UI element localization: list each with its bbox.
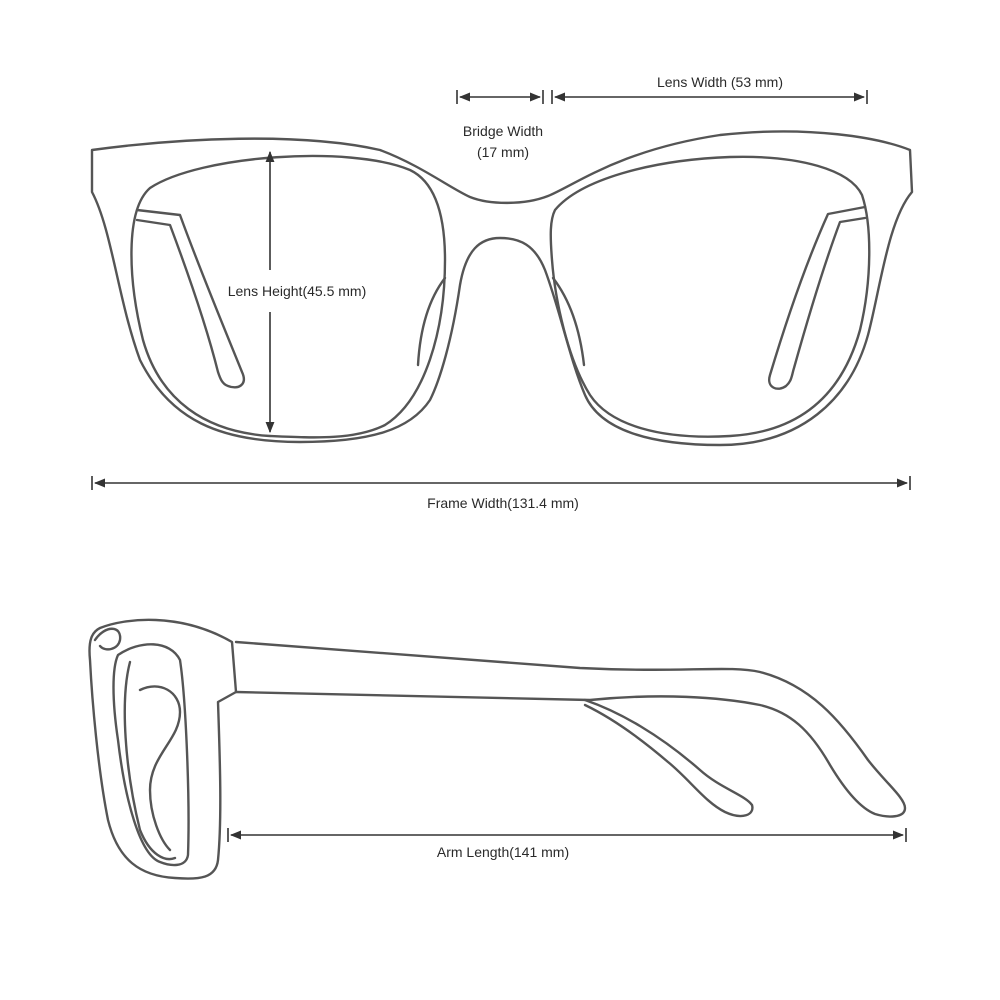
hinge xyxy=(93,627,122,651)
side-lens-inner xyxy=(123,660,177,861)
dimension-lines xyxy=(91,90,911,842)
right-lens xyxy=(549,155,871,438)
side-view xyxy=(88,618,907,880)
left-temple-inner xyxy=(135,208,245,389)
right-temple-inner xyxy=(768,205,867,390)
arm-inner-tip xyxy=(583,698,754,818)
lens-height-label: Lens Height(45.5 mm) xyxy=(228,283,367,299)
left-nose-pad xyxy=(416,276,447,367)
right-nose-pad xyxy=(551,276,586,367)
side-nose-pad xyxy=(138,685,182,852)
left-lens xyxy=(130,154,447,439)
dimension-labels: Lens Width (53 mm) Bridge Width (17 mm) … xyxy=(228,74,783,860)
frame-width-label: Frame Width(131.4 mm) xyxy=(427,495,579,511)
temple-arm xyxy=(234,640,907,818)
arm-length-label: Arm Length(141 mm) xyxy=(437,844,569,860)
bridge-width-label-line1: Bridge Width xyxy=(463,123,543,139)
side-lens-rim xyxy=(112,643,190,867)
side-frame-front xyxy=(88,618,238,880)
bridge-width-label-line2: (17 mm) xyxy=(477,144,529,160)
front-view xyxy=(90,130,914,447)
lens-width-label: Lens Width (53 mm) xyxy=(657,74,783,90)
frame-outline xyxy=(90,130,914,447)
